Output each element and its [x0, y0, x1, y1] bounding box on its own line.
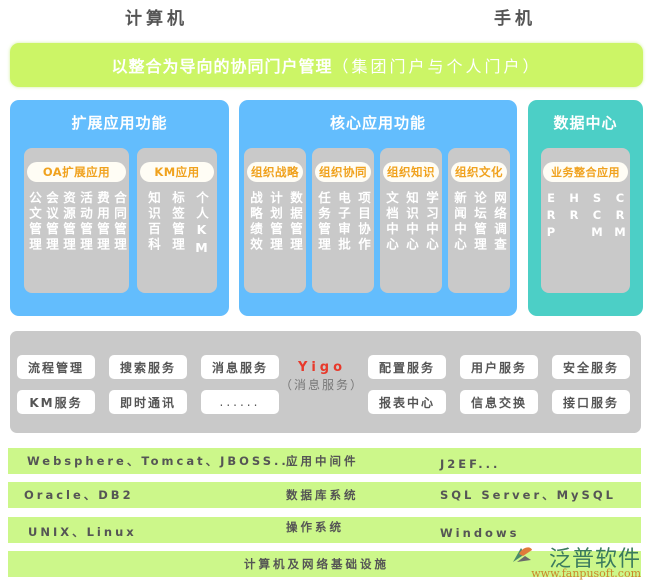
module-item: 合同管理 — [112, 191, 127, 253]
module-item: 计划管理 — [268, 191, 283, 253]
service-message: 消息服务 — [201, 355, 279, 379]
watermark-url: www.fanpusoft.com — [531, 567, 641, 580]
panel-title: 扩展应用功能 — [71, 114, 168, 132]
card-label: 组织文化 — [451, 162, 507, 182]
layer-infrastructure: 计算机及网络基础设施 — [8, 551, 641, 577]
service-search: 搜索服务 — [109, 355, 187, 379]
org-culture-card: 组织文化 新闻中心 论坛管理 网络调查 — [448, 148, 510, 293]
panel-title: 核心应用功能 — [329, 114, 426, 132]
card-label: 组织知识 — [383, 162, 439, 182]
org-collaboration-card: 组织协同 任务管理 电子审批 项目协作 — [312, 148, 374, 293]
card-label: KM应用 — [140, 162, 214, 182]
module-item: 知识百科 — [146, 191, 161, 253]
portal-banner: 以整合为导向的协同门户管理 （集团门户与个人门户） — [10, 43, 643, 87]
fanpusoft-watermark: 泛普软件 www.fanpusoft.com — [511, 541, 641, 581]
layer-name: 应用中间件 — [286, 454, 359, 468]
module-item: 战略绩效 — [248, 191, 263, 253]
org-strategy-card: 组织战略 战略绩效 计划管理 数据管理 — [244, 148, 306, 293]
layer-left-text: Websphere、Tomcat、JBOSS... — [27, 454, 297, 468]
service-km: KM服务 — [17, 390, 95, 414]
business-integration-card: 业务整合应用 ERP HR SCM CRM — [541, 148, 630, 293]
banner-main-text: 以整合为导向的协同门户管理 — [111, 57, 333, 76]
core-apps-panel: 核心应用功能 组织战略 战略绩效 计划管理 数据管理 组织协同 任务管理 电子审… — [239, 100, 517, 316]
layer-database: Oracle、DB2 数据库系统 SQL Server、MySQL — [8, 482, 641, 508]
yigo-name: Yigo — [297, 360, 347, 375]
service-security: 安全服务 — [552, 355, 630, 379]
module-item: 文档中心 — [384, 191, 399, 253]
module-item: 公文管理 — [27, 191, 42, 253]
module-item: 费用管理 — [95, 191, 110, 253]
computer-label: 计算机 — [125, 9, 188, 29]
card-label: 组织协同 — [315, 162, 371, 182]
card-label: 业务整合应用 — [543, 162, 628, 182]
watermark-brand: 泛普软件 — [548, 547, 641, 572]
mobile-label: 手机 — [494, 9, 536, 29]
module-item: 网络调查 — [492, 191, 507, 253]
module-item: 标签管理 — [170, 191, 185, 253]
panel-title: 数据中心 — [553, 114, 618, 132]
service-interface: 接口服务 — [552, 390, 630, 414]
layer-right-text: J2EF... — [440, 457, 501, 472]
module-item: SCM — [590, 191, 604, 242]
module-item: 论坛管理 — [472, 191, 487, 253]
module-item: ERP — [544, 191, 558, 242]
module-item: 知识中心 — [404, 191, 419, 253]
module-item: 任务管理 — [316, 191, 331, 253]
module-item: 数据管理 — [288, 191, 303, 253]
data-center-panel: 数据中心 业务整合应用 ERP HR SCM CRM — [528, 100, 643, 316]
module-item: 电子审批 — [336, 191, 351, 253]
module-item: 资源管理 — [61, 191, 76, 253]
service-report: 报表中心 — [368, 390, 446, 414]
org-knowledge-card: 组织知识 文档中心 知识中心 学习中心 — [380, 148, 442, 293]
platform-services-band — [10, 331, 641, 433]
card-label: 组织战略 — [247, 162, 303, 182]
card-label: OA扩展应用 — [27, 162, 126, 182]
module-item: 学习中心 — [424, 191, 439, 253]
module-item: 活动管理 — [78, 191, 93, 253]
service-workflow: 流程管理 — [17, 355, 95, 379]
oa-extension-card: OA扩展应用 公文管理 会议管理 资源管理 活动管理 费用管理 合同管理 — [24, 148, 129, 293]
layer-name: 计算机及网络基础设施 — [244, 557, 389, 571]
service-config: 配置服务 — [368, 355, 446, 379]
module-item: HR — [567, 191, 581, 225]
layer-left-text: UNIX、Linux — [28, 525, 137, 540]
layer-right-text: Windows — [440, 526, 520, 541]
service-more: ...... — [201, 390, 279, 414]
service-user: 用户服务 — [460, 355, 538, 379]
yigo-subtitle: （消息服务） — [279, 378, 364, 392]
module-item: 新闻中心 — [452, 191, 467, 253]
layer-left-text: Oracle、DB2 — [24, 488, 134, 502]
module-item: 项目协作 — [356, 191, 371, 253]
module-item: 会议管理 — [44, 191, 59, 253]
yigo-core: Yigo （消息服务） — [278, 360, 366, 393]
km-card: KM应用 知识百科 标签管理 个人KM — [137, 148, 217, 293]
extended-apps-panel: 扩展应用功能 OA扩展应用 公文管理 会议管理 资源管理 活动管理 费用管理 合… — [10, 100, 229, 316]
fanpusoft-logo-icon — [513, 547, 532, 562]
layer-middleware: Websphere、Tomcat、JBOSS... 应用中间件 J2EF... — [8, 448, 641, 474]
layer-name: 数据库系统 — [286, 488, 359, 502]
service-info-exchange: 信息交换 — [460, 390, 538, 414]
module-item: CRM — [613, 191, 627, 242]
layer-right-text: SQL Server、MySQL — [440, 488, 616, 502]
service-im: 即时通讯 — [109, 390, 187, 414]
module-item: 个人KM — [194, 191, 209, 258]
layer-os: UNIX、Linux 操作系统 Windows — [8, 517, 641, 543]
banner-sub-text: （集团门户与个人门户） — [332, 57, 542, 76]
layer-name: 操作系统 — [286, 520, 344, 535]
